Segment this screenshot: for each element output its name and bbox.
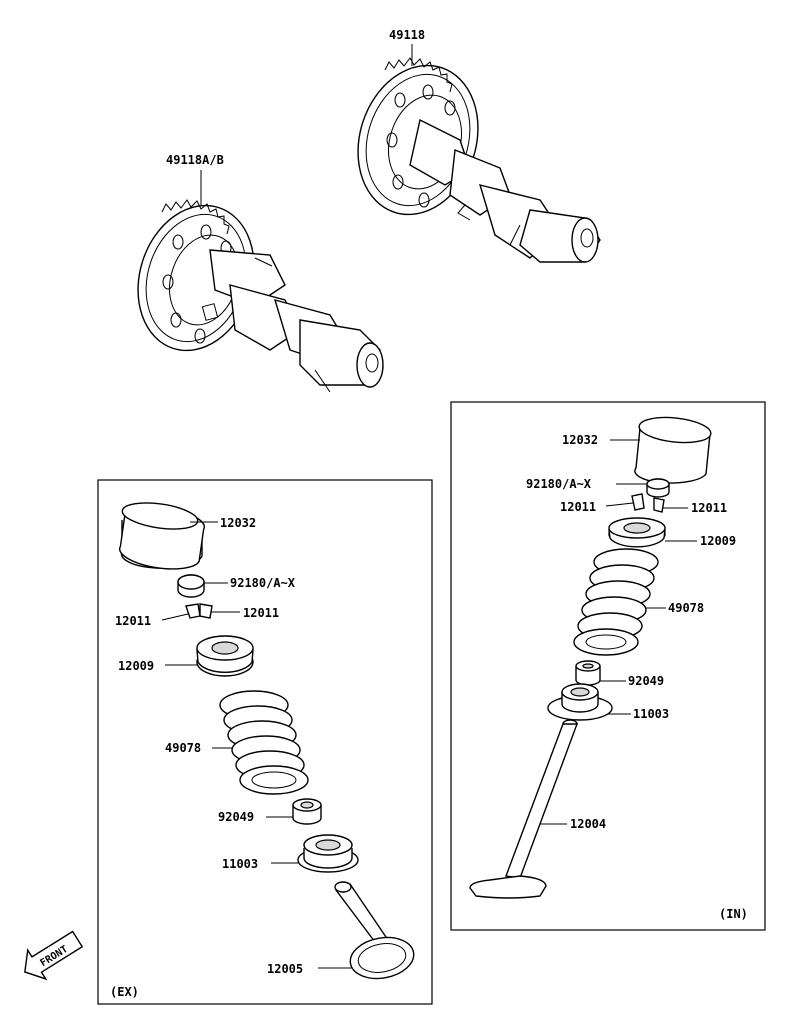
ex-seal-label: 92049	[218, 810, 254, 824]
ex-cotter-left-label: 12011	[115, 614, 151, 628]
exhaust-cam-shaft-body	[201, 249, 384, 393]
exhaust-camshaft[interactable]	[120, 190, 384, 393]
in-shim-label: 92180/A~X	[526, 477, 592, 491]
in-retainer[interactable]	[608, 517, 666, 548]
ex-valve-label: 12005	[267, 962, 303, 976]
label-cam-ex: 49118A/B	[166, 153, 224, 205]
ex-cotter-left-leader	[161, 613, 189, 621]
in-retainer-label: 12009	[700, 534, 736, 548]
intake-cam-shaft-body	[409, 118, 601, 263]
in-valve[interactable]	[469, 719, 579, 899]
in-tappet[interactable]	[634, 414, 712, 484]
cam-in-label: 49118	[389, 28, 425, 42]
in-seat-label: 11003	[633, 707, 669, 721]
in-cotters[interactable]	[631, 493, 665, 513]
ex-seal[interactable]	[292, 798, 322, 825]
ex-tappet[interactable]	[118, 499, 206, 574]
in-seal[interactable]	[575, 660, 601, 686]
in-cotter-left-leader	[605, 502, 634, 507]
in-cotter-right-label: 12011	[691, 501, 727, 515]
ex-cotters[interactable]	[185, 603, 213, 619]
ex-shim-label: 92180/A~X	[230, 576, 296, 590]
in-spring-seat[interactable]	[547, 683, 613, 721]
in-spring[interactable]	[573, 548, 659, 656]
ex-retainer[interactable]	[196, 635, 254, 677]
in-cotter-left-label: 12011	[560, 500, 596, 514]
ex-valve[interactable]	[334, 881, 417, 983]
ex-group-label: (EX)	[110, 985, 139, 999]
in-group-frame	[450, 401, 766, 931]
ex-spring[interactable]	[219, 690, 309, 795]
ex-shim[interactable]	[177, 574, 205, 598]
in-seal-label: 92049	[628, 674, 664, 688]
ex-spring-seat[interactable]	[297, 834, 359, 873]
in-shim[interactable]	[646, 478, 670, 498]
intake-camshaft[interactable]	[339, 50, 601, 263]
in-valve-label: 12004	[570, 817, 606, 831]
in-group-label: (IN)	[719, 907, 748, 921]
ex-seat-label: 11003	[222, 857, 258, 871]
in-spring-label: 49078	[668, 601, 704, 615]
ex-tappet-label: 12032	[220, 516, 256, 530]
in-tappet-label: 12032	[562, 433, 598, 447]
front-arrow-icon: FRONT	[24, 930, 84, 981]
ex-spring-label: 49078	[165, 741, 201, 755]
cam-ex-label: 49118A/B	[166, 153, 224, 167]
exhaust-cam-sprocket	[137, 199, 255, 352]
ex-retainer-label: 12009	[118, 659, 154, 673]
ex-group-frame	[97, 479, 433, 1005]
ex-cotter-right-label: 12011	[243, 606, 279, 620]
label-cam-in: 49118	[389, 28, 425, 66]
